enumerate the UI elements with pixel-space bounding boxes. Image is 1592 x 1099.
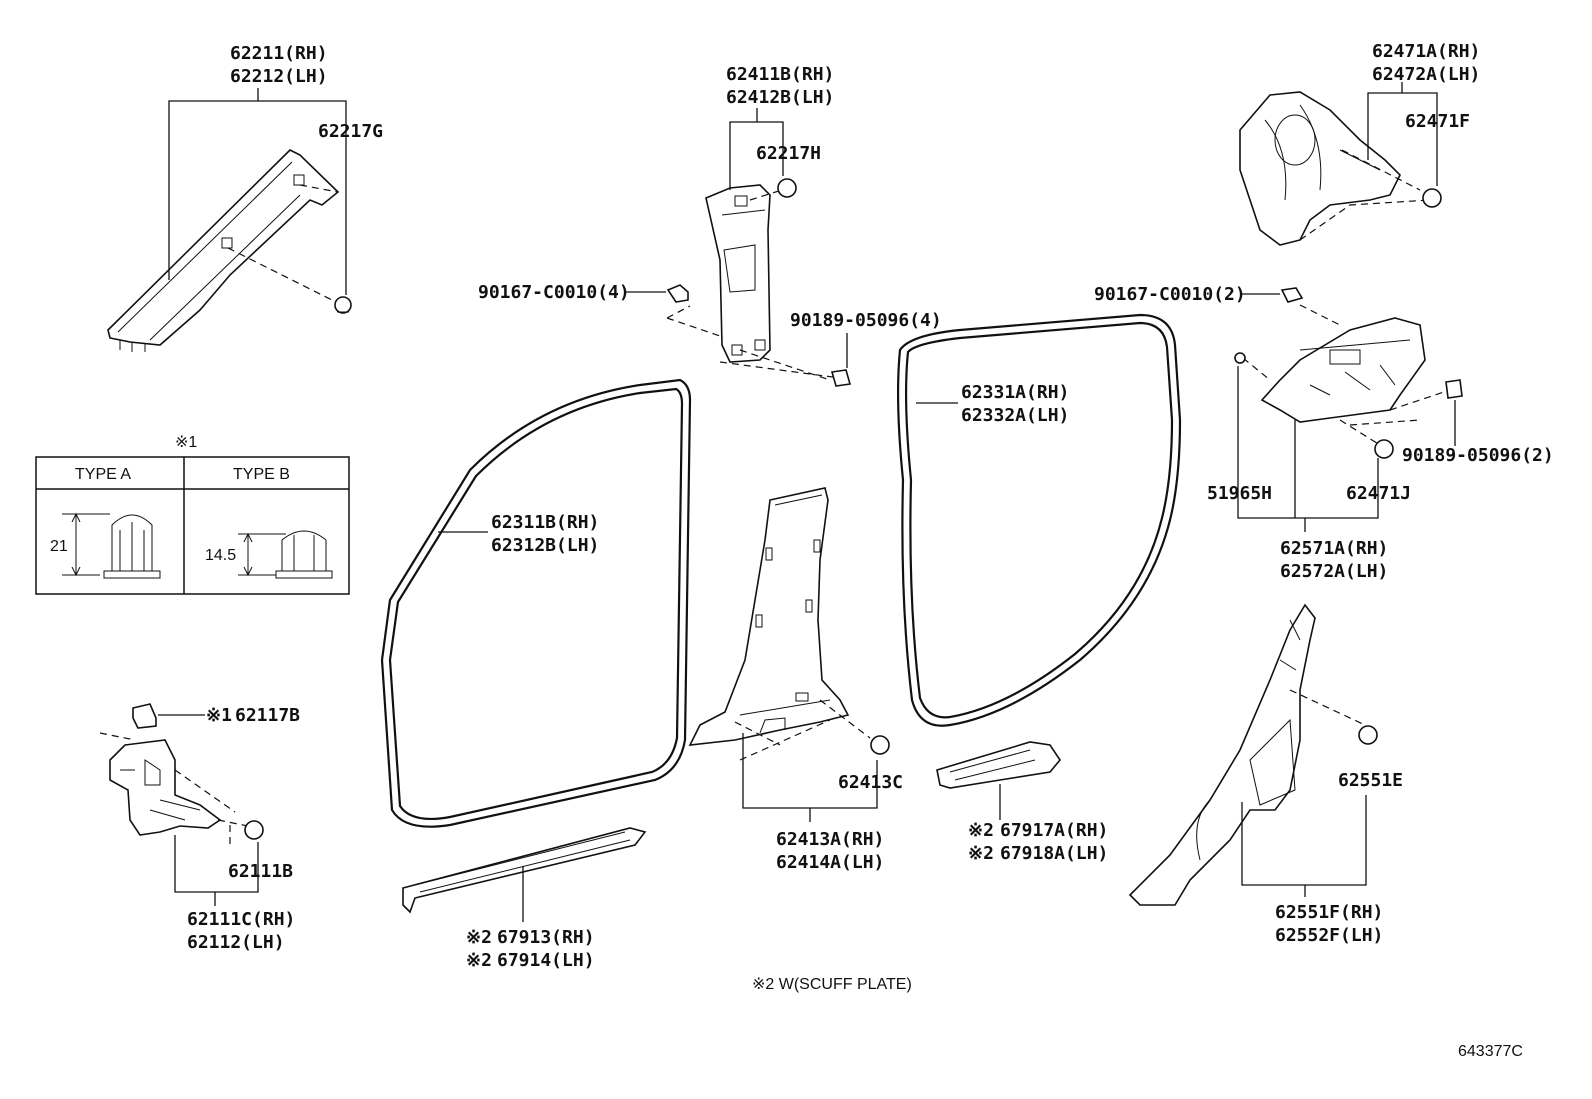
c-pillar-lh-label: 62472A(LH) [1372,64,1480,85]
quarter-lower-lh-label: 62552F(LH) [1275,925,1383,946]
b-pillar-upper-clip-label: 62217H [756,143,821,164]
a-pillar-leader [168,88,347,295]
front-scuff-rh-mark: ※2 [466,927,492,948]
b-pillar-lower-lh-label: 62414A(LH) [776,852,884,873]
type-a-header: TYPE A [75,466,131,483]
c-pillar-garnish [1239,91,1442,246]
c-pillar-clip-label: 62471F [1405,111,1470,132]
clip-type-table: ※1 TYPE A TYPE B 21 14.5 [35,434,350,595]
quarter-clip-label: 62471J [1346,483,1411,504]
cowl-cap-mark: ※1 [206,705,232,726]
type-b-dimension: 14.5 [205,547,236,564]
quarter-cap-label: 51965H [1207,483,1272,504]
quarter-rh-label: 62571A(RH) [1280,538,1388,559]
cowl-side-trim [99,703,264,845]
rear-seal-rh-label: 62331A(RH) [961,382,1069,403]
rear-scuff-plate [936,741,1061,789]
a-pillar-garnish [107,149,352,352]
scuff-plate-footnote: ※2 W(SCUFF PLATE) [752,976,912,993]
b-pillar-upper-nut-label: 90189-05096(4) [790,310,942,331]
quarter-trim-panel [1234,287,1463,459]
rear-seal-lh-label: 62332A(LH) [961,405,1069,426]
front-scuff-lh-label: 67914(LH) [497,950,595,971]
front-scuff-lh-mark: ※2 [466,950,492,971]
a-pillar-clip-label: 62217G [318,121,383,142]
front-scuff-rh-label: 67913(RH) [497,927,595,948]
cowl-clip-label: 62111B [228,861,293,882]
quarter-screw-label: 90167-C0010(2) [1094,284,1246,305]
cowl-leader [174,835,259,906]
rear-scuff-rh-mark: ※2 [968,820,994,841]
quarter-lower-rh-label: 62551F(RH) [1275,902,1383,923]
b-pillar-lower-rh-label: 62413A(RH) [776,829,884,850]
quarter-lower-clip-label: 62551E [1338,770,1403,791]
type-b-header: TYPE B [233,466,290,483]
quarter-lower-trim [1128,603,1378,906]
b-pillar-lower-leader [742,733,878,822]
cowl-rh-label: 62111C(RH) [187,909,295,930]
cowl-cap-label: 62117B [235,705,300,726]
rear-scuff-rh-label: 67917A(RH) [1000,820,1108,841]
a-pillar-rh-label: 62211(RH) [230,43,328,64]
quarter-trim-leader [1237,366,1379,532]
quarter-lh-label: 62572A(LH) [1280,561,1388,582]
rear-scuff-lh-label: 67918A(LH) [1000,843,1108,864]
front-seal-rh-label: 62311B(RH) [491,512,599,533]
quarter-nut-label: 90189-05096(2) [1402,445,1554,466]
b-pillar-upper-garnish [666,178,852,387]
a-pillar-lh-label: 62212(LH) [230,66,328,87]
c-pillar-rh-label: 62471A(RH) [1372,41,1480,62]
b-pillar-upper-screw-label: 90167-C0010(4) [478,282,630,303]
type-a-dimension: 21 [50,538,68,555]
b-pillar-upper-leader [729,108,784,190]
rear-scuff-lh-mark: ※2 [968,843,994,864]
c-pillar-leader [1367,82,1438,186]
quarter-lower-leader [1241,795,1367,897]
b-pillar-upper-lh-label: 62412B(LH) [726,87,834,108]
b-pillar-lower-garnish [688,487,890,761]
front-scuff-plate [402,827,647,914]
figure-id: 643377C [1458,1043,1523,1060]
b-pillar-lower-clip-label: 62413C [838,772,903,793]
b-pillar-upper-rh-label: 62411B(RH) [726,64,834,85]
type-table-note: ※1 [175,434,197,451]
front-door-weatherstrip [380,378,692,828]
cowl-lh-label: 62112(LH) [187,932,285,953]
front-seal-lh-label: 62312B(LH) [491,535,599,556]
rear-door-weatherstrip [896,313,1182,727]
